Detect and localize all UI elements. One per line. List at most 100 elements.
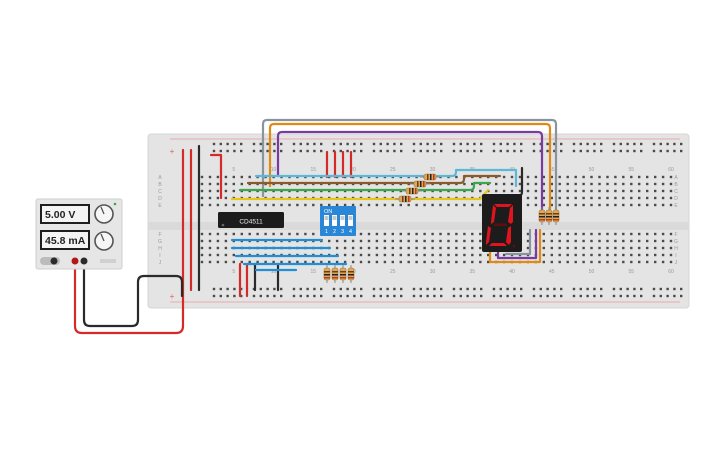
svg-text:F: F bbox=[674, 232, 677, 238]
svg-text:15: 15 bbox=[311, 167, 317, 173]
wire-brown[interactable] bbox=[246, 174, 502, 185]
svg-text:D: D bbox=[158, 196, 162, 202]
positive-terminal[interactable] bbox=[71, 257, 79, 265]
svg-text:I: I bbox=[159, 253, 160, 259]
power-supply[interactable]: 5.00 V 45.8 mA bbox=[35, 198, 123, 270]
wire-psu-black[interactable] bbox=[82, 261, 184, 328]
resistor-8[interactable] bbox=[323, 265, 331, 283]
segment-f bbox=[491, 205, 496, 224]
resistor-3[interactable] bbox=[402, 187, 422, 195]
svg-text:60: 60 bbox=[668, 167, 674, 173]
resistor-7[interactable] bbox=[552, 207, 560, 225]
segment-b bbox=[508, 205, 513, 224]
resistor-11[interactable] bbox=[347, 265, 355, 283]
breadboard-center-channel bbox=[148, 222, 689, 230]
svg-text:10: 10 bbox=[271, 269, 277, 275]
chip-label: CD4511 bbox=[239, 219, 263, 226]
svg-text:A: A bbox=[158, 175, 162, 181]
dip-position-label: 3 bbox=[341, 229, 344, 235]
svg-text:G: G bbox=[158, 239, 162, 245]
seven-segment-display[interactable] bbox=[482, 194, 522, 252]
resistor-5[interactable] bbox=[538, 207, 546, 225]
svg-text:B: B bbox=[674, 182, 678, 188]
wire-purple-bottom[interactable] bbox=[496, 228, 538, 260]
svg-text:45: 45 bbox=[549, 167, 555, 173]
pin1-marker bbox=[221, 223, 225, 227]
svg-text:45: 45 bbox=[549, 269, 555, 275]
svg-text:G: G bbox=[674, 239, 678, 245]
svg-text:10: 10 bbox=[271, 167, 277, 173]
segment-dp bbox=[512, 244, 516, 248]
svg-text:D: D bbox=[674, 196, 678, 202]
svg-text:30: 30 bbox=[430, 269, 436, 275]
svg-text:20: 20 bbox=[350, 167, 356, 173]
svg-text:30: 30 bbox=[430, 167, 436, 173]
resistor-2[interactable] bbox=[410, 180, 430, 188]
svg-text:I: I bbox=[675, 253, 676, 259]
svg-text:J: J bbox=[675, 260, 678, 266]
voltage-knob[interactable] bbox=[94, 202, 117, 224]
ic-chip[interactable]: CD4511 bbox=[218, 212, 284, 228]
resistor-9[interactable] bbox=[331, 265, 339, 283]
wires[interactable] bbox=[73, 118, 558, 335]
svg-text:J: J bbox=[159, 260, 162, 266]
svg-text:50: 50 bbox=[589, 167, 595, 173]
svg-text:15: 15 bbox=[311, 269, 317, 275]
svg-text:F: F bbox=[158, 232, 161, 238]
svg-text:55: 55 bbox=[629, 167, 635, 173]
segment-a bbox=[494, 204, 512, 207]
dip-position-label: 1 bbox=[325, 229, 328, 235]
wire-orange-bottom[interactable] bbox=[488, 228, 542, 264]
svg-text:+: + bbox=[170, 147, 175, 156]
segment-d bbox=[489, 243, 507, 246]
status-led bbox=[113, 202, 117, 206]
svg-text:C: C bbox=[158, 189, 162, 195]
segment-g bbox=[494, 223, 507, 226]
resistor-10[interactable] bbox=[339, 265, 347, 283]
svg-text:H: H bbox=[674, 246, 678, 252]
digit-zero bbox=[486, 204, 516, 248]
wire-orange[interactable] bbox=[268, 122, 552, 212]
svg-text:5: 5 bbox=[232, 269, 235, 275]
power-rail-marks: ++ bbox=[170, 138, 680, 303]
dip-position-label: 2 bbox=[333, 229, 336, 235]
negative-terminal[interactable] bbox=[80, 257, 88, 265]
svg-text:25: 25 bbox=[390, 167, 396, 173]
wire-rail-red-short[interactable] bbox=[209, 153, 223, 200]
svg-text:35: 35 bbox=[470, 269, 476, 275]
dip-on-label: ON bbox=[324, 209, 332, 215]
wire-psu-red[interactable] bbox=[73, 148, 185, 335]
wire-gray-bottom[interactable] bbox=[504, 228, 532, 256]
svg-text:E: E bbox=[158, 203, 162, 209]
svg-text:55: 55 bbox=[629, 269, 635, 275]
resistor-6[interactable] bbox=[545, 207, 553, 225]
svg-text:60: 60 bbox=[668, 269, 674, 275]
svg-text:+: + bbox=[170, 292, 175, 301]
segment-e bbox=[486, 226, 491, 245]
wire-gray[interactable] bbox=[261, 118, 558, 212]
wire-yellow[interactable] bbox=[230, 188, 490, 201]
current-readout: 45.8 mA bbox=[45, 235, 86, 247]
wire-purple[interactable] bbox=[276, 130, 544, 212]
svg-text:B: B bbox=[158, 182, 162, 188]
current-knob[interactable] bbox=[94, 231, 114, 251]
power-switch[interactable] bbox=[40, 257, 60, 265]
svg-text:H: H bbox=[158, 246, 162, 252]
voltage-readout: 5.00 V bbox=[45, 209, 75, 221]
dip-position-label: 4 bbox=[349, 229, 352, 235]
resistors-dip[interactable] bbox=[323, 265, 355, 283]
svg-text:50: 50 bbox=[589, 269, 595, 275]
resistor-1[interactable] bbox=[420, 173, 440, 181]
resistors-top[interactable] bbox=[395, 173, 440, 203]
brand-marking bbox=[100, 259, 116, 263]
svg-text:40: 40 bbox=[509, 269, 515, 275]
svg-text:A: A bbox=[674, 175, 678, 181]
svg-text:5: 5 bbox=[232, 167, 235, 173]
svg-text:25: 25 bbox=[390, 269, 396, 275]
resistor-4[interactable] bbox=[395, 195, 415, 203]
wire-lightblue[interactable] bbox=[254, 168, 518, 188]
wire-green[interactable] bbox=[238, 181, 492, 192]
resistors-display[interactable] bbox=[538, 207, 560, 225]
